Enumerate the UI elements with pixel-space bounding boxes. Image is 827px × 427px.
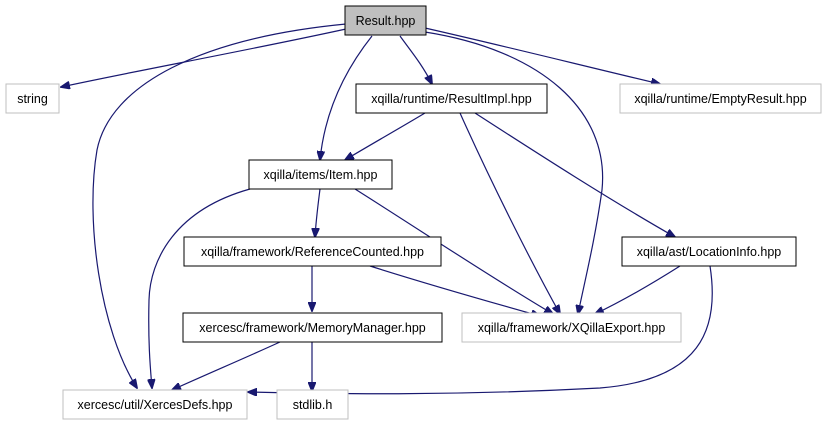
node-resultimpl-label: xqilla/runtime/ResultImpl.hpp <box>371 92 532 106</box>
node-xercesdefs-box <box>62 389 248 420</box>
edge-result-to-xercesdefs <box>92 23 347 388</box>
node-result-box <box>344 5 427 36</box>
node-emptyresult-label: xqilla/runtime/EmptyResult.hpp <box>634 92 806 106</box>
node-string: string <box>5 83 60 114</box>
node-item-label: xqilla/items/Item.hpp <box>264 168 378 182</box>
edge-result-to-emptyresult <box>424 27 660 84</box>
edge-resultimpl-to-locationinfo <box>474 112 675 237</box>
nodes: Result.hpp string xqilla/runtime/ResultI… <box>5 5 822 420</box>
node-item-box <box>248 159 393 190</box>
edge-result-to-string <box>61 28 347 87</box>
edge-result-to-item <box>320 35 373 160</box>
node-stdlib-label: stdlib.h <box>293 398 333 412</box>
node-locationinfo-label: xqilla/ast/LocationInfo.hpp <box>637 245 782 259</box>
node-locationinfo-box <box>621 236 797 267</box>
node-string-box <box>5 83 60 114</box>
edge-resultimpl-to-xqillaexport <box>459 112 560 314</box>
edges <box>61 23 713 394</box>
node-resultimpl: xqilla/runtime/ResultImpl.hpp <box>355 83 548 114</box>
node-xercesdefs-label: xercesc/util/XercesDefs.hpp <box>78 398 233 412</box>
node-refcounted-label: xqilla/framework/ReferenceCounted.hpp <box>201 245 424 259</box>
edge-item-to-xqillaexport <box>354 188 553 314</box>
node-xercesdefs: xercesc/util/XercesDefs.hpp <box>62 389 248 420</box>
node-refcounted: xqilla/framework/ReferenceCounted.hpp <box>183 236 442 267</box>
edge-locationinfo-to-xqillaexport <box>595 265 681 314</box>
node-memorymanager-box <box>182 312 443 343</box>
node-resultimpl-box <box>355 83 548 114</box>
node-item: xqilla/items/Item.hpp <box>248 159 393 190</box>
node-stdlib-box <box>276 389 349 420</box>
node-xqillaexport: xqilla/framework/XQillaExport.hpp <box>461 312 682 343</box>
node-emptyresult: xqilla/runtime/EmptyResult.hpp <box>619 83 822 114</box>
node-xqillaexport-box <box>461 312 682 343</box>
node-string-label: string <box>17 92 48 106</box>
edge-result-to-resultimpl <box>399 35 432 84</box>
edge-refcounted-to-xqillaexport <box>369 265 540 316</box>
node-locationinfo: xqilla/ast/LocationInfo.hpp <box>621 236 797 267</box>
node-memorymanager-label: xercesc/framework/MemoryManager.hpp <box>199 321 426 335</box>
node-result-label: Result.hpp <box>356 14 416 28</box>
edge-resultimpl-to-item <box>345 112 426 160</box>
node-refcounted-box <box>183 236 442 267</box>
edge-result-to-xqillaexport <box>424 31 604 314</box>
edge-memorymanager-to-xercesdefs <box>172 341 281 390</box>
node-result: Result.hpp <box>344 5 427 36</box>
node-stdlib: stdlib.h <box>276 389 349 420</box>
edge-item-to-refcounted <box>315 188 321 237</box>
node-emptyresult-box <box>619 83 822 114</box>
node-xqillaexport-label: xqilla/framework/XQillaExport.hpp <box>478 321 666 335</box>
edge-item-to-xercesdefs <box>149 188 251 388</box>
node-memorymanager: xercesc/framework/MemoryManager.hpp <box>182 312 443 343</box>
